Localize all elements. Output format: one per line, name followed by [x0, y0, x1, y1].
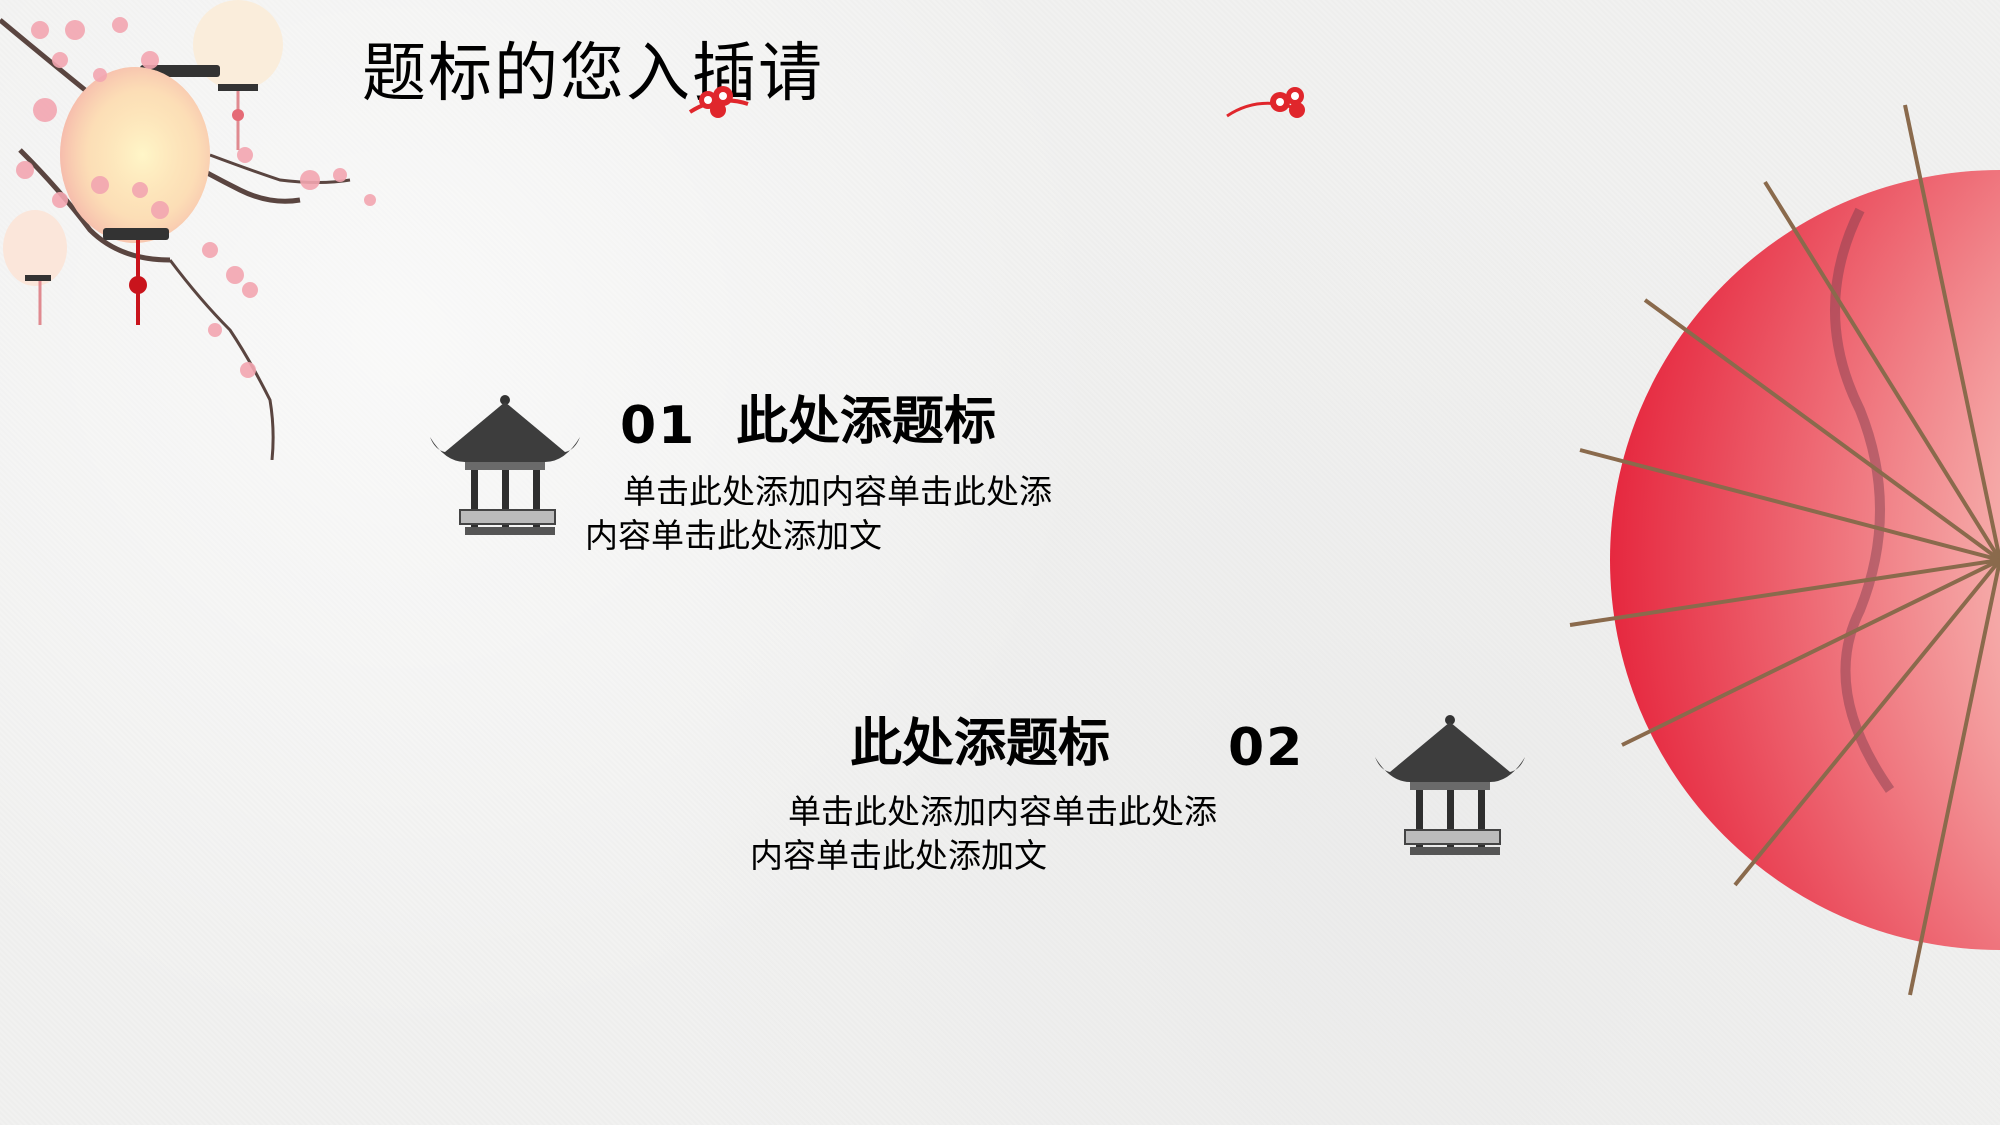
- item-body[interactable]: 单击此处添加内容单击此处添 内容单击此处添加文: [585, 470, 1085, 558]
- pavilion-icon: [425, 392, 585, 542]
- red-cloud-icon: [1225, 82, 1315, 122]
- pavilion-icon: [1370, 712, 1530, 862]
- item-heading[interactable]: 此处添题标: [736, 392, 997, 452]
- item-body-line: 内容单击此处添加文: [585, 516, 882, 555]
- cherry-blossom-lantern-decoration: [0, 0, 400, 461]
- slide-title[interactable]: 题标的您入插请: [362, 37, 824, 111]
- item-number: 01: [620, 396, 697, 456]
- item-number: 02: [1228, 718, 1305, 778]
- red-cloud-icon: [688, 82, 768, 122]
- item-body-line: 单击此处添加内容单击此处添: [788, 792, 1217, 831]
- umbrella-decoration: [1560, 90, 2000, 1030]
- item-body-line: 单击此处添加内容单击此处添: [623, 472, 1052, 511]
- item-heading[interactable]: 此处添题标: [850, 714, 1111, 774]
- item-body-line: 内容单击此处添加文: [750, 836, 1047, 875]
- item-body[interactable]: 单击此处添加内容单击此处添 内容单击此处添加文: [750, 790, 1250, 878]
